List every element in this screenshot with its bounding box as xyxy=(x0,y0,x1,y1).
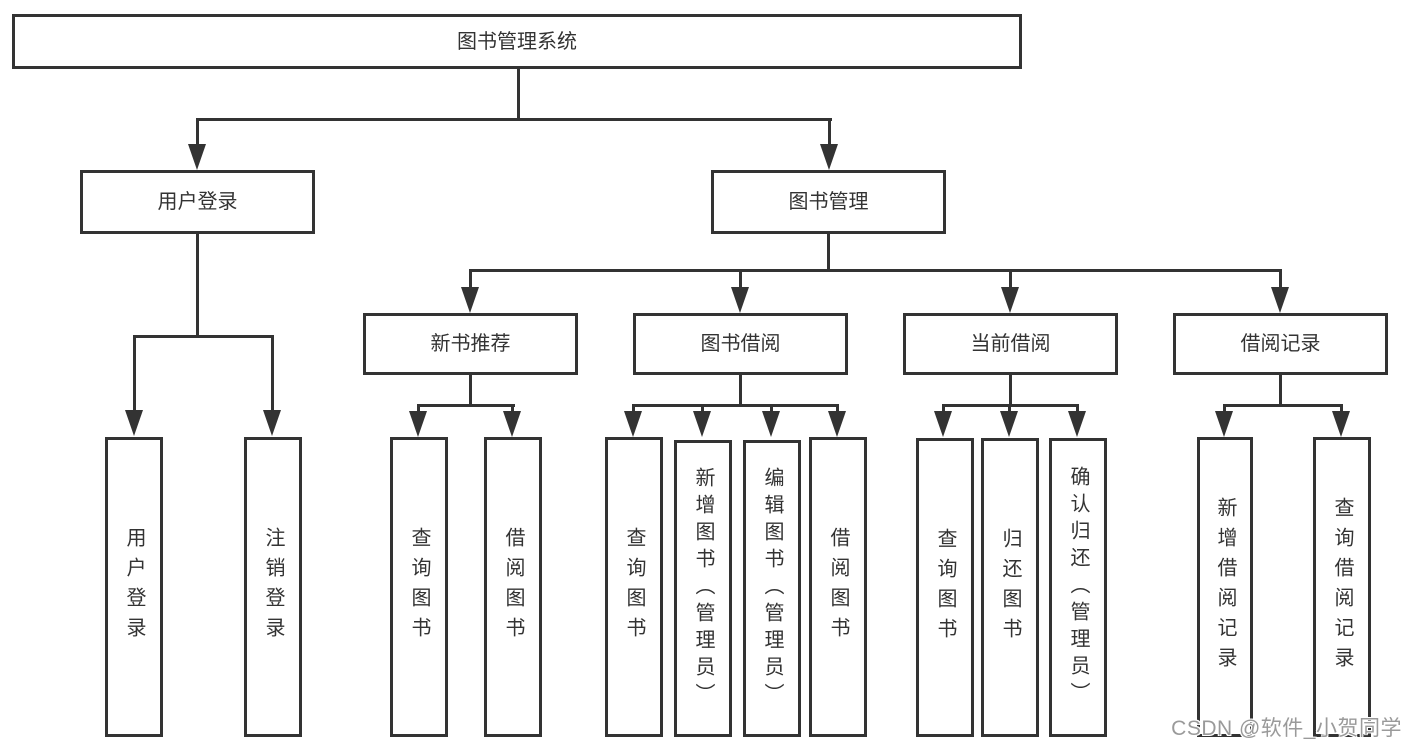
connector-line xyxy=(836,404,839,416)
connector-line xyxy=(511,404,514,416)
connector-line xyxy=(1279,375,1282,406)
arrow-down-icon xyxy=(828,411,846,437)
arrow-down-icon xyxy=(1271,287,1289,313)
arrow-down-icon xyxy=(820,144,838,170)
arrow-down-icon xyxy=(1000,411,1018,437)
arrow-down-icon xyxy=(693,411,711,437)
arrow-down-icon xyxy=(762,411,780,437)
connector-line xyxy=(1340,404,1343,416)
node-current-borrow: 当前借阅 xyxy=(903,313,1118,375)
connector-line xyxy=(1009,269,1012,291)
node-leaf-query-books-recommend: 查询图书 xyxy=(390,437,448,737)
node-book-management: 图书管理 xyxy=(711,170,946,234)
node-borrow-record: 借阅记录 xyxy=(1173,313,1388,375)
connector-line xyxy=(632,404,635,416)
node-leaf-borrow-books: 借阅图书 xyxy=(809,437,867,737)
connector-line xyxy=(701,404,704,416)
connector-line xyxy=(133,335,136,413)
node-leaf-user-login: 用户登录 xyxy=(105,437,163,737)
connector-line xyxy=(739,375,742,406)
node-leaf-query-borrow-record: 查询借阅记录 xyxy=(1313,437,1371,737)
connector-line xyxy=(517,67,520,120)
arrow-down-icon xyxy=(934,411,952,437)
connector-line xyxy=(632,404,839,407)
arrow-down-icon xyxy=(731,287,749,313)
connector-line xyxy=(469,375,472,406)
arrow-down-icon xyxy=(263,410,281,436)
connector-line xyxy=(196,118,199,150)
connector-line xyxy=(469,269,1282,272)
arrow-down-icon xyxy=(1215,411,1233,437)
connector-line xyxy=(942,404,945,416)
connector-line xyxy=(417,404,515,407)
node-leaf-confirm-return-admin: 确认归还（管理员） xyxy=(1049,438,1107,737)
connector-line xyxy=(739,269,742,291)
arrow-down-icon xyxy=(503,411,521,437)
connector-line xyxy=(1223,404,1226,416)
arrow-down-icon xyxy=(1001,287,1019,313)
arrow-down-icon xyxy=(409,411,427,437)
connector-line xyxy=(1008,404,1011,416)
watermark-text: CSDN @软件_小贺同学 xyxy=(1171,717,1402,740)
connector-line xyxy=(827,233,830,271)
node-leaf-return-books: 归还图书 xyxy=(981,438,1039,737)
node-leaf-logout: 注销登录 xyxy=(244,437,302,737)
connector-line xyxy=(196,233,199,337)
connector-line xyxy=(271,335,274,413)
node-user-login: 用户登录 xyxy=(80,170,315,234)
node-leaf-query-books-current: 查询图书 xyxy=(916,438,974,737)
node-book-borrow: 图书借阅 xyxy=(633,313,848,375)
node-leaf-add-books-admin: 新增图书（管理员） xyxy=(674,440,732,737)
connector-line xyxy=(133,335,274,338)
connector-line xyxy=(1279,269,1282,291)
node-leaf-query-books-borrow: 查询图书 xyxy=(605,437,663,737)
arrow-down-icon xyxy=(624,411,642,437)
connector-line xyxy=(1009,375,1012,406)
connector-line xyxy=(828,118,831,150)
node-root-system: 图书管理系统 xyxy=(12,14,1022,69)
arrow-down-icon xyxy=(461,287,479,313)
node-new-book-recommend: 新书推荐 xyxy=(363,313,578,375)
node-leaf-add-borrow-record: 新增借阅记录 xyxy=(1197,437,1253,737)
arrow-down-icon xyxy=(1332,411,1350,437)
arrow-down-icon xyxy=(125,410,143,436)
connector-line xyxy=(1076,404,1079,416)
connector-line xyxy=(770,404,773,416)
node-leaf-borrow-books-recommend: 借阅图书 xyxy=(484,437,542,737)
connector-line xyxy=(469,269,472,291)
arrow-down-icon xyxy=(1068,411,1086,437)
arrow-down-icon xyxy=(188,144,206,170)
connector-line xyxy=(196,118,832,121)
connector-line xyxy=(417,404,420,416)
node-leaf-edit-books-admin: 编辑图书（管理员） xyxy=(743,440,801,737)
connector-line xyxy=(1223,404,1343,407)
